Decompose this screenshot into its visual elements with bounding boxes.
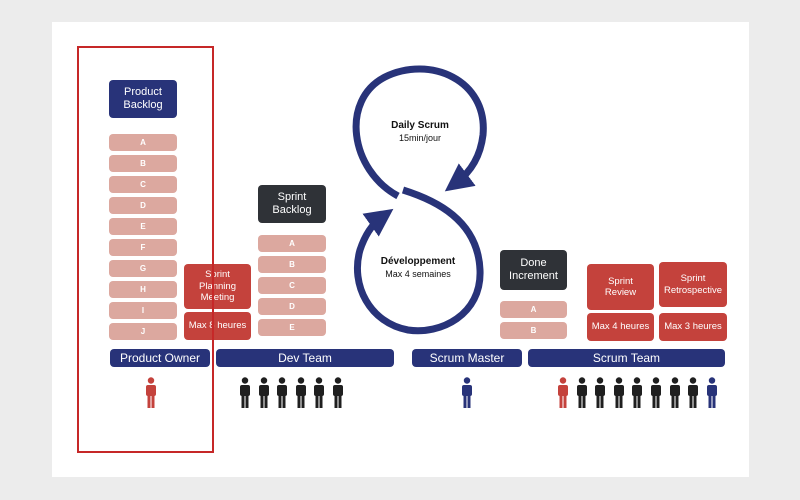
backlog-item: E <box>109 218 177 235</box>
sprint-review-title: Sprint Review <box>604 275 637 298</box>
person-icon <box>576 377 588 409</box>
scrum-team-bar: Scrum Team <box>528 349 725 367</box>
person-icon <box>332 377 344 409</box>
backlog-item: B <box>109 155 177 172</box>
dev-team-bar: Dev Team <box>216 349 394 367</box>
backlog-item: C <box>109 176 177 193</box>
person-icon <box>276 377 288 409</box>
person-icon <box>313 377 325 409</box>
person-icon <box>650 377 662 409</box>
done-increment-header: Done Increment <box>500 250 567 290</box>
person-icon <box>669 377 681 409</box>
sprint-backlog-title: Sprint Backlog <box>272 190 312 216</box>
backlog-item: G <box>109 260 177 277</box>
sprint-retrospective-title: Sprint Retrospective <box>663 273 723 296</box>
backlog-item: I <box>109 302 177 319</box>
product-backlog-header: Product Backlog <box>109 80 177 118</box>
person-icon <box>594 377 606 409</box>
backlog-item: H <box>109 281 177 298</box>
person-icon <box>557 377 569 409</box>
person-icon <box>613 377 625 409</box>
person-icon <box>631 377 643 409</box>
backlog-item: B <box>258 256 326 273</box>
person-icon <box>461 377 473 409</box>
sprint-planning-box: Sprint Planning Meeting <box>184 264 251 309</box>
sprint-review-box: Sprint Review <box>587 264 654 310</box>
person-icon <box>295 377 307 409</box>
done-increment-title: Done Increment <box>509 256 558 282</box>
sprint-review-duration: Max 4 heures <box>587 313 654 341</box>
sprint-planning-title: Sprint Planning Meeting <box>199 269 236 304</box>
backlog-item: C <box>258 277 326 294</box>
person-icon <box>258 377 270 409</box>
backlog-item: B <box>500 322 567 339</box>
scrum-cycle-figure-eight <box>352 65 487 335</box>
scrum-master-bar: Scrum Master <box>412 349 522 367</box>
person-icon <box>239 377 251 409</box>
backlog-item: D <box>258 298 326 315</box>
highlight-rectangle <box>77 46 214 453</box>
person-icon <box>145 377 157 409</box>
sprint-planning-duration: Max 8 heures <box>184 312 251 340</box>
backlog-item: A <box>500 301 567 318</box>
person-icon <box>687 377 699 409</box>
backlog-item: D <box>109 197 177 214</box>
person-icon <box>706 377 718 409</box>
product-backlog-title: Product Backlog <box>123 85 163 111</box>
sprint-retrospective-box: Sprint Retrospective <box>659 262 727 307</box>
backlog-item: A <box>258 235 326 252</box>
sprint-retrospective-duration: Max 3 heures <box>659 313 727 341</box>
backlog-item: J <box>109 323 177 340</box>
backlog-item: A <box>109 134 177 151</box>
daily-scrum-loop <box>352 65 487 200</box>
backlog-item: F <box>109 239 177 256</box>
sprint-backlog-header: Sprint Backlog <box>258 185 326 223</box>
development-loop <box>353 186 484 335</box>
product-owner-bar: Product Owner <box>110 349 210 367</box>
backlog-item: E <box>258 319 326 336</box>
